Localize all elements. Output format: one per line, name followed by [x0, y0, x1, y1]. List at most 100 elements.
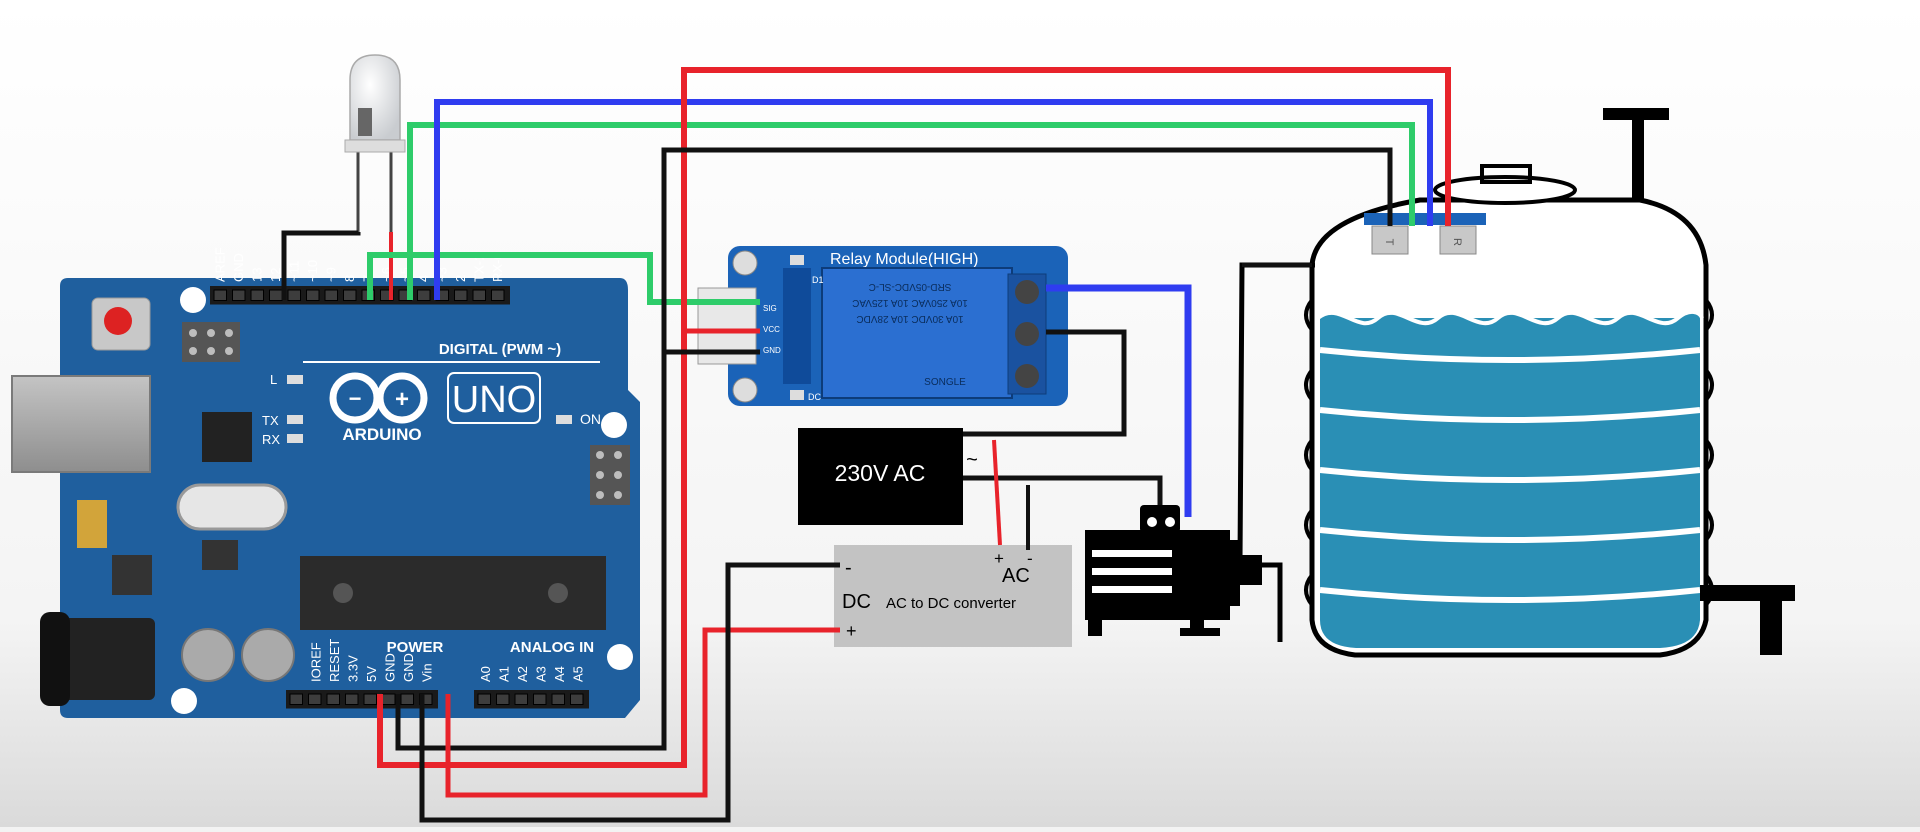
- led-on: [556, 415, 572, 424]
- power-pin-socket: [400, 693, 414, 705]
- digital-pin-label: RX-0: [490, 252, 505, 282]
- digital-pin-socket: [269, 289, 283, 301]
- wire-black-gnd-converter: [419, 562, 840, 823]
- chip-dot-2: [548, 583, 568, 603]
- digital-pin-socket: [472, 289, 486, 301]
- power-pin-label: GND: [383, 653, 398, 682]
- digital-pin-socket: [454, 289, 468, 301]
- sensor-mount-right: [1428, 213, 1484, 225]
- converter-dc-minus: -: [845, 557, 852, 579]
- analog-pin-label: A2: [515, 666, 530, 682]
- power-pin-socket: [345, 693, 359, 705]
- led-l-label: L: [270, 372, 277, 387]
- converter-title: AC to DC converter: [886, 595, 1016, 612]
- arduino-logo: − +: [329, 372, 428, 424]
- crystal-oscillator: [176, 483, 288, 531]
- digital-pin-label: TX-1: [471, 254, 486, 282]
- svg-text:+: +: [395, 386, 409, 413]
- power-pin-socket: [382, 693, 396, 705]
- relay-dc-label: DC: [808, 392, 821, 402]
- ac-source-label: 230V AC: [835, 460, 926, 486]
- uno-badge: [447, 372, 541, 424]
- pump-terminal-2: [1165, 517, 1175, 527]
- analog-pin-header: [474, 690, 589, 709]
- digital-pin-label: 2: [453, 275, 468, 282]
- digital-pin-socket: [306, 289, 320, 301]
- led-component: [344, 54, 406, 232]
- digital-pin-header: [210, 286, 510, 305]
- digital-pin-label: ~9: [323, 267, 338, 282]
- analog-pin-label: A5: [571, 666, 586, 682]
- relay-coil-line-3: 10A 30VDC 10A 28VDC: [856, 313, 963, 324]
- tank-lid-handle: [1480, 164, 1532, 184]
- power-pin-socket: [289, 693, 303, 705]
- wiring: [281, 67, 1451, 823]
- power-pin-label: 3.3V: [346, 655, 361, 682]
- mount-hole-2: [601, 412, 627, 438]
- mount-hole-4: [171, 688, 197, 714]
- wire-led-gnd: [281, 230, 361, 300]
- power-pin-socket: [308, 693, 322, 705]
- pump-foot-left: [1088, 618, 1102, 636]
- power-pin-header: [286, 690, 438, 709]
- relay-coil-line-2: 10A 250VAC 10A 125VAC: [852, 297, 968, 308]
- power-pin-label: Vin: [420, 663, 435, 682]
- mount-hole-1: [180, 287, 206, 313]
- pump-fin-1: [1092, 550, 1172, 557]
- reset-button-cap[interactable]: [104, 307, 132, 335]
- analog-pin-socket: [570, 693, 584, 705]
- pump-flange: [1230, 540, 1240, 606]
- digital-pin-socket: [287, 289, 301, 301]
- led-tx-label: TX: [262, 413, 279, 428]
- tank-outlet-tap: [1760, 585, 1782, 655]
- digital-pin-label: 8: [342, 275, 357, 282]
- analog-pin-label: A4: [552, 666, 567, 682]
- dc-jack-front: [40, 612, 70, 706]
- arduino-brand-label: ARDUINO: [342, 425, 421, 444]
- relay-components: [783, 268, 811, 384]
- ac-source-box: [798, 428, 963, 525]
- wire-black-relay-ac: [963, 329, 1127, 437]
- icsp-pins-top: [189, 329, 233, 355]
- digital-pin-label: ~10: [305, 260, 320, 282]
- mount-hole-3: [607, 644, 633, 670]
- relay-coil: [821, 267, 1013, 399]
- ac-power-source: 230V AC ~: [798, 428, 978, 525]
- converter-ac-minus: -: [1027, 549, 1033, 568]
- tank-rib-edges: [1304, 298, 1714, 607]
- relay-hole-2: [732, 377, 758, 403]
- pump-base: [1180, 628, 1220, 636]
- wire-red-ac-converter-plus: [992, 439, 1002, 546]
- power-pin-label: 5V: [364, 666, 379, 682]
- digital-pin-socket: [343, 289, 357, 301]
- digital-pin-label: ~11: [286, 261, 301, 282]
- analog-pin-label: A0: [478, 666, 493, 682]
- uno-label: UNO: [452, 379, 536, 421]
- analog-header-label: ANALOG IN: [510, 639, 594, 656]
- converter-ac-plus: +: [994, 549, 1004, 568]
- wire-red-5v-probe: [377, 67, 1451, 768]
- relay-hole-1: [732, 250, 758, 276]
- analog-pin-socket: [477, 693, 491, 705]
- analog-pin-socket: [533, 693, 547, 705]
- relay-brand: SONGLE: [924, 377, 966, 388]
- analog-pin-socket: [514, 693, 528, 705]
- power-pin-socket: [363, 693, 377, 705]
- tank-lid: [1433, 175, 1577, 205]
- digital-pin-socket: [232, 289, 246, 301]
- pump-fin-3: [1092, 586, 1172, 593]
- converter-ac-label: AC: [1002, 565, 1030, 587]
- capacitor-2: [241, 628, 295, 682]
- converter-box: [834, 545, 1072, 647]
- wire-red-vin-converter: [445, 627, 840, 798]
- power-header-label: POWER: [387, 639, 444, 656]
- power-pin-label: IOREF: [309, 642, 324, 682]
- led-bulb: [349, 54, 401, 141]
- digital-pin-socket: [250, 289, 264, 301]
- small-ic: [202, 540, 238, 570]
- digital-pin-label: AREF: [212, 247, 227, 282]
- tank-water-surface: [1316, 310, 1704, 326]
- power-pin-label: RESET: [327, 639, 342, 682]
